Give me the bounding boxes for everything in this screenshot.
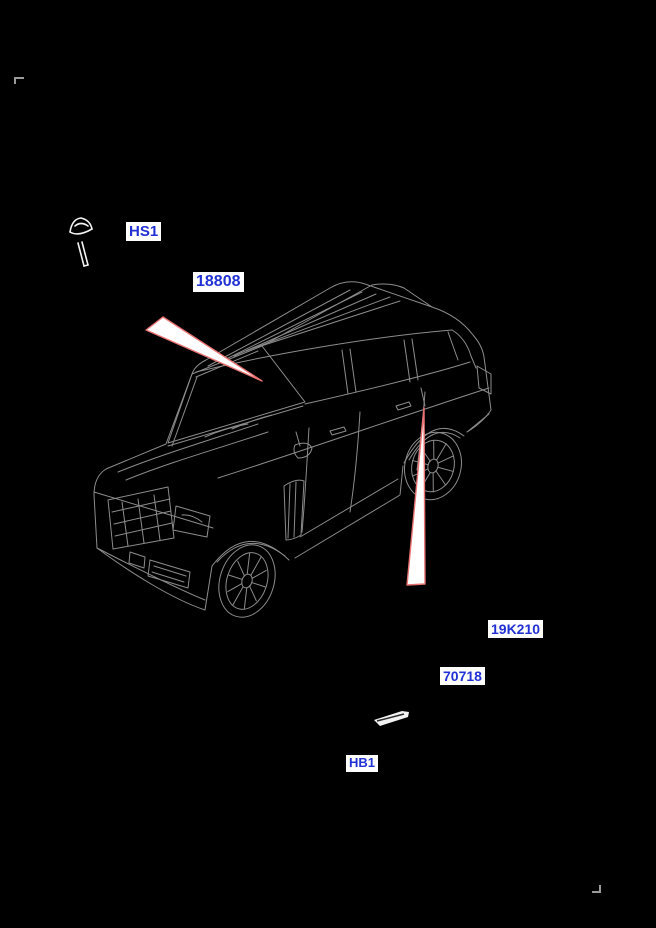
part-label-hb1[interactable]: HB1	[346, 755, 379, 772]
vehicle-wireframe	[93, 281, 492, 618]
frame-corner-top-left-icon	[14, 77, 24, 84]
part-label-70718[interactable]: 70718	[440, 667, 485, 686]
frame-corner-bottom-right-icon	[592, 885, 601, 893]
part-label-18808[interactable]: 18808	[193, 272, 244, 293]
part-label-hs1[interactable]: HS1	[126, 222, 162, 242]
part-label-19k210[interactable]: 19K210	[488, 620, 544, 639]
leader-pointer-windshield	[145, 316, 263, 382]
screw-fastener-icon	[69, 217, 93, 267]
trim-blade-icon	[374, 711, 409, 726]
leader-pointer-door-pillar	[406, 407, 426, 586]
